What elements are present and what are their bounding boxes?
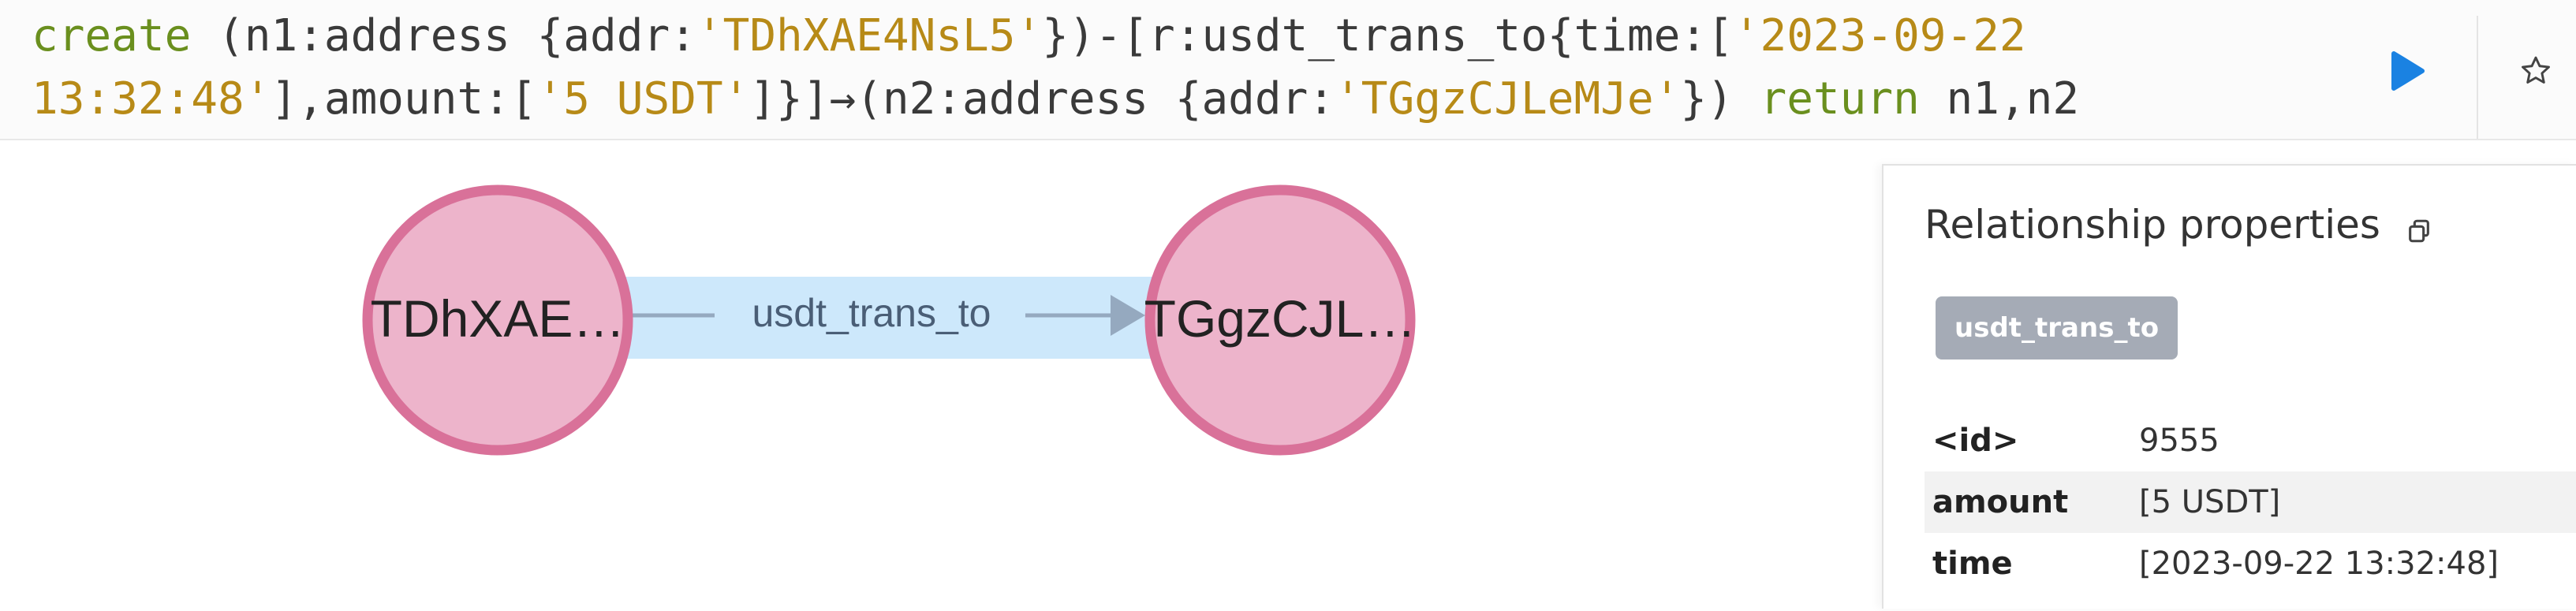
- property-key: amount: [1932, 484, 2069, 520]
- run-query-button[interactable]: [2386, 49, 2430, 93]
- query-keyword: return: [1760, 73, 1920, 125]
- relationship-type-badge[interactable]: usdt_trans_to: [1936, 296, 2178, 360]
- query-token: ],amount:[: [271, 73, 537, 125]
- play-icon: [2391, 51, 2425, 91]
- property-value: 9555: [2139, 423, 2219, 459]
- property-key: <id>: [1932, 423, 2019, 459]
- graph-svg: [362, 184, 1416, 456]
- copy-icon[interactable]: [2406, 218, 2432, 244]
- relationship-properties-panel: Relationship properties usdt_trans_to <i…: [1882, 164, 2576, 609]
- query-token: (n1:address {addr:: [191, 10, 696, 61]
- panel-title: Relationship properties: [1925, 202, 2380, 248]
- node-label-target: TGgzCJL…: [1144, 289, 1417, 348]
- star-outline-icon: [2522, 56, 2550, 84]
- node-label-source: TDhXAE…: [370, 289, 625, 348]
- query-keyword: create: [32, 10, 192, 61]
- query-string-literal: 'TDhXAE4NsL5': [696, 10, 1043, 61]
- query-token: n1,n2: [1919, 73, 2080, 125]
- property-key: time: [1932, 546, 2013, 582]
- relationship-highlight: [623, 277, 1191, 359]
- toolbar-divider: [2477, 16, 2478, 139]
- query-token: }): [1680, 73, 1760, 125]
- graph-canvas[interactable]: usdt_trans_to TDhXAE… TGgzCJL…: [0, 140, 1877, 607]
- relationship-arrowhead[interactable]: [1111, 295, 1145, 336]
- query-token: ]}]→(n2:address {addr:: [749, 73, 1335, 125]
- query-string-literal: '2023-09-22 13:32:48': [32, 10, 2053, 125]
- query-editor[interactable]: create (n1:address {addr:'TDhXAE4NsL5'})…: [0, 0, 2576, 140]
- property-row: <id> 9555: [1925, 410, 2576, 471]
- query-string-literal: 'TGgzCJLeMJe': [1335, 73, 1681, 125]
- graph-node-source[interactable]: [362, 184, 633, 456]
- relationship-label[interactable]: usdt_trans_to: [752, 291, 991, 335]
- property-row: amount [5 USDT]: [1925, 471, 2576, 533]
- favorite-button[interactable]: [2511, 46, 2561, 96]
- query-token: })-[r:usdt_trans_to{time:[: [1042, 10, 1734, 61]
- query-string-literal: '5 USDT': [536, 73, 750, 125]
- graph-node-target[interactable]: [1144, 184, 1416, 456]
- query-text[interactable]: create (n1:address {addr:'TDhXAE4NsL5'})…: [32, 5, 2366, 131]
- property-value: [2023-09-22 13:32:48]: [2139, 546, 2499, 582]
- property-value: [5 USDT]: [2139, 484, 2281, 520]
- property-row: time [2023-09-22 13:32:48]: [1925, 533, 2576, 594]
